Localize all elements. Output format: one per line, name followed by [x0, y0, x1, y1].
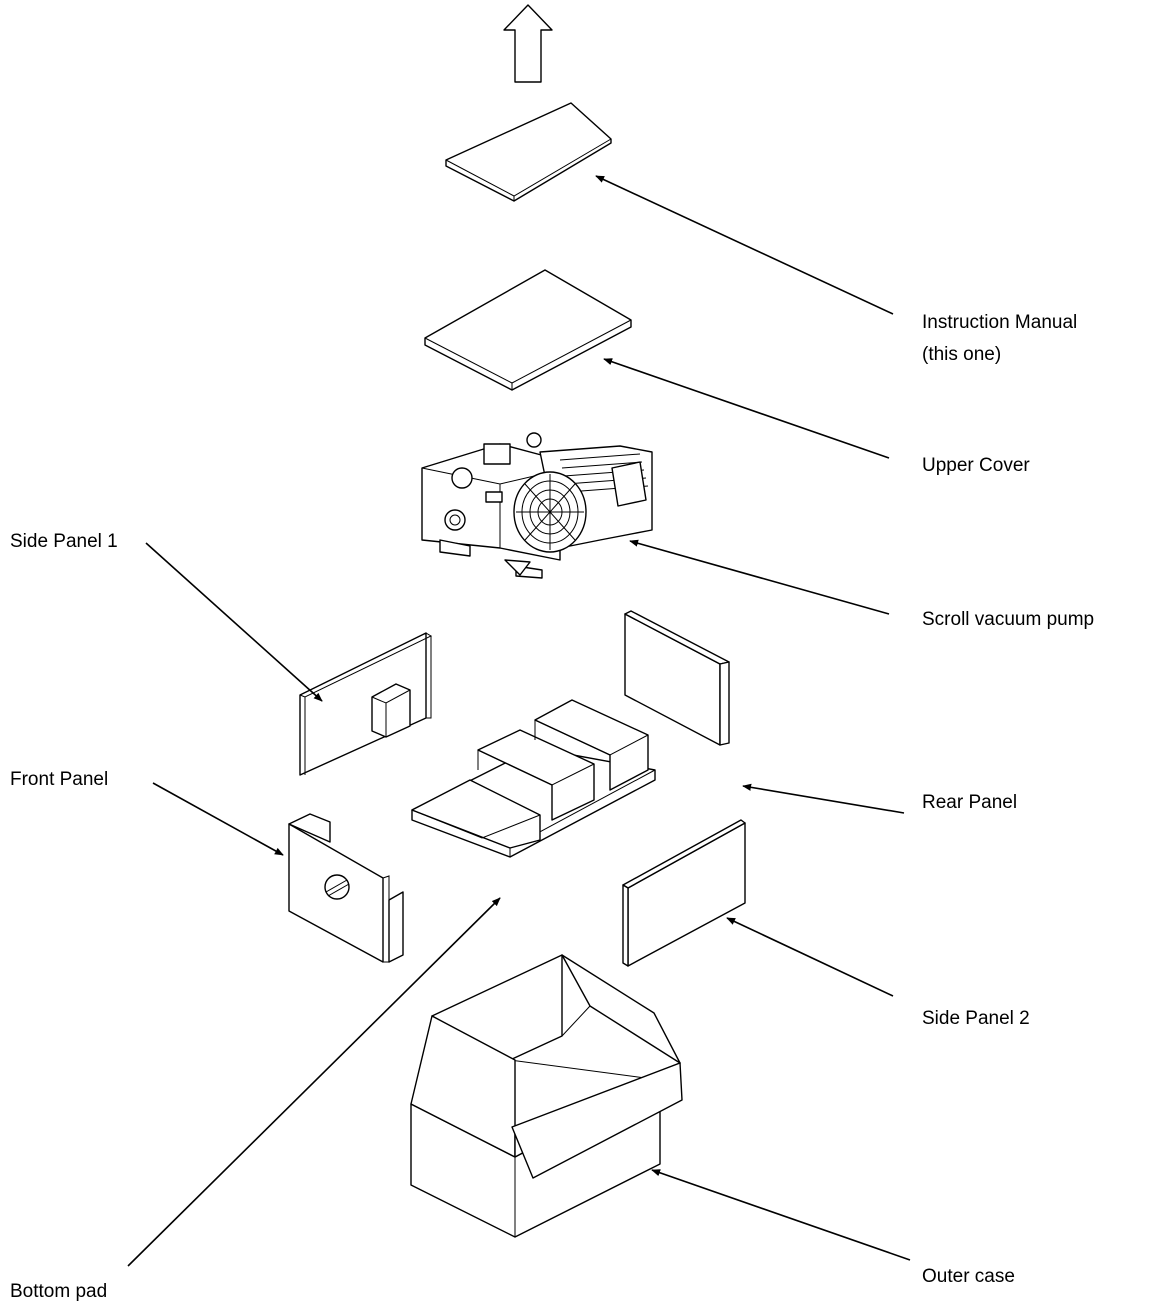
- label-scroll-vacuum-pump: Scroll vacuum pump: [922, 609, 1094, 630]
- label-side-panel-2: Side Panel 2: [922, 1008, 1030, 1029]
- upper-cover-shape: [424, 269, 632, 391]
- leader-side-panel-2: [726, 917, 894, 997]
- side-panel-2-shape: [622, 819, 746, 967]
- label-side-panel-1: Side Panel 1: [10, 531, 118, 552]
- leader-front-panel: [152, 782, 284, 856]
- side-panel-1-shape: [299, 632, 433, 776]
- instruction-manual-shape: [445, 102, 612, 202]
- leader-upper-cover: [603, 358, 890, 459]
- label-outer-case: Outer case: [922, 1266, 1015, 1287]
- front-panel-shape: [288, 813, 404, 963]
- label-front-panel: Front Panel: [10, 769, 108, 790]
- label-upper-cover: Upper Cover: [922, 455, 1030, 476]
- leader-instruction-manual: [595, 175, 894, 315]
- label-rear-panel: Rear Panel: [922, 792, 1017, 813]
- leader-side-panel-1: [145, 542, 323, 702]
- leader-scroll-vacuum-pump: [629, 539, 890, 615]
- lift-up-arrow-icon: [503, 4, 553, 83]
- scroll-vacuum-pump-shape: [421, 432, 653, 579]
- label-instruction-manual: Instruction Manual: [922, 312, 1077, 333]
- label-bottom-pad: Bottom pad: [10, 1281, 107, 1302]
- bottom-pad-shape: [411, 699, 656, 858]
- outer-case-shape: [410, 954, 683, 1238]
- label-instruction-manual-note: (this one): [922, 344, 1001, 365]
- leader-outer-case: [651, 1169, 911, 1261]
- leader-rear-panel: [742, 783, 905, 814]
- leader-bottom-pad: [127, 897, 501, 1267]
- rear-panel-shape: [624, 610, 730, 746]
- leader-lines: [127, 175, 911, 1267]
